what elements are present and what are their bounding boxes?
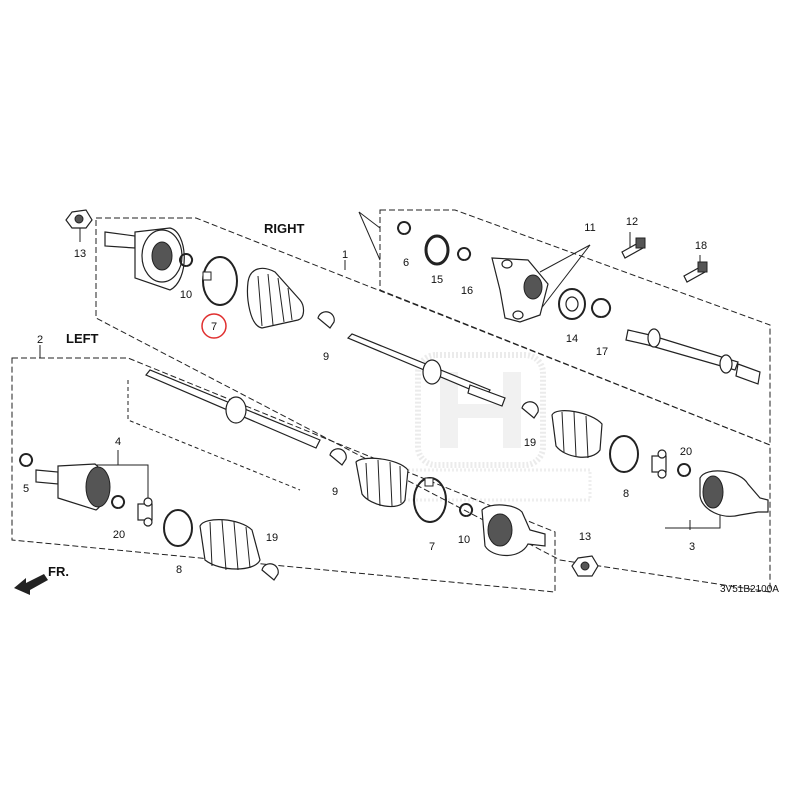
callout-labels: 13 10 7 1 9 6 15 16 11 12 18 14 17 2 4 5… bbox=[23, 216, 707, 576]
left-side-label: LEFT bbox=[66, 331, 99, 346]
callout-2: 2 bbox=[37, 334, 43, 346]
lock-nut-13-top bbox=[65, 209, 93, 229]
right-boot-band-7 bbox=[202, 256, 238, 306]
right-outer-boot bbox=[246, 267, 305, 329]
callout-19: 19 bbox=[266, 532, 278, 544]
left-inner-cv-joint bbox=[35, 463, 111, 511]
circlip-6 bbox=[397, 221, 412, 235]
circlip-5 bbox=[19, 453, 34, 467]
right-circlip-10 bbox=[179, 253, 194, 267]
left-outer-boot bbox=[355, 457, 409, 508]
callout-6: 6 bbox=[403, 257, 409, 269]
callout-12: 12 bbox=[626, 216, 638, 228]
lock-nut-13-bottom bbox=[571, 555, 599, 577]
bearing-14 bbox=[558, 288, 586, 320]
bearing-support-11 bbox=[491, 257, 549, 323]
callout-3: 3 bbox=[689, 541, 695, 553]
right-boot-band-9 bbox=[317, 311, 335, 329]
callout-7-left: 7 bbox=[429, 541, 435, 553]
callout-4: 4 bbox=[115, 436, 121, 448]
leader-lines bbox=[39, 211, 701, 530]
callout-7-highlight bbox=[201, 313, 227, 339]
front-marker-label: FR. bbox=[48, 564, 69, 579]
bolt-18 bbox=[683, 261, 708, 283]
right-boot-band-19 bbox=[521, 401, 539, 419]
callout-16: 16 bbox=[461, 285, 473, 297]
callout-20-right: 20 bbox=[680, 446, 692, 458]
right-assembly-frame bbox=[95, 217, 771, 593]
callout-20: 20 bbox=[113, 529, 125, 541]
snap-ring-17 bbox=[591, 298, 612, 318]
left-boot-band-7 bbox=[413, 477, 447, 523]
callout-8: 8 bbox=[176, 564, 182, 576]
tripod-joint-right bbox=[651, 449, 667, 479]
callout-9-left: 9 bbox=[332, 486, 338, 498]
callout-17: 17 bbox=[596, 346, 608, 358]
left-boot-band-8 bbox=[163, 509, 193, 547]
callout-14: 14 bbox=[566, 333, 578, 345]
right-boot-band-8 bbox=[609, 435, 639, 473]
callout-9: 9 bbox=[323, 351, 329, 363]
left-shaft-frame bbox=[127, 380, 301, 491]
left-inner-boot bbox=[199, 519, 261, 571]
right-side-label: RIGHT bbox=[264, 221, 305, 236]
callout-19-right: 19 bbox=[524, 437, 536, 449]
left-outer-cv-joint bbox=[481, 504, 546, 557]
right-driveshaft bbox=[346, 333, 506, 407]
callout-7: 7 bbox=[211, 321, 217, 333]
callout-1: 1 bbox=[342, 249, 348, 261]
right-outer-cv-joint bbox=[104, 227, 185, 291]
callout-10: 10 bbox=[180, 289, 192, 301]
bearing-support-frame bbox=[379, 209, 771, 446]
diagram-code: 3V51B2100A bbox=[720, 584, 779, 595]
circlip-20-left bbox=[111, 495, 126, 509]
left-boot-band-19 bbox=[261, 563, 279, 581]
right-inner-cv-joint bbox=[699, 470, 769, 517]
circlip-16 bbox=[457, 247, 472, 261]
left-assembly-frame bbox=[11, 357, 556, 593]
left-boot-band-9 bbox=[329, 448, 347, 466]
tripod-joint-left bbox=[137, 497, 153, 527]
callout-8-right: 8 bbox=[623, 488, 629, 500]
callout-18: 18 bbox=[695, 240, 707, 252]
callout-15: 15 bbox=[431, 274, 443, 286]
group-bracket-4 bbox=[88, 464, 149, 505]
bolt-12 bbox=[621, 237, 646, 259]
left-circlip-10 bbox=[459, 503, 474, 517]
brand-watermark bbox=[398, 352, 592, 502]
callout-5: 5 bbox=[23, 483, 29, 495]
circlip-20-right bbox=[677, 463, 692, 477]
callout-13: 13 bbox=[74, 248, 86, 260]
callout-11: 11 bbox=[584, 222, 595, 234]
front-direction-arrow: FR. bbox=[14, 564, 69, 595]
callout-13-bottom: 13 bbox=[579, 531, 591, 543]
oil-seal-15 bbox=[424, 234, 450, 266]
left-driveshaft bbox=[145, 369, 321, 449]
intermediate-shaft bbox=[625, 328, 761, 385]
callout-10-left: 10 bbox=[458, 534, 470, 546]
right-inner-boot bbox=[551, 410, 603, 459]
